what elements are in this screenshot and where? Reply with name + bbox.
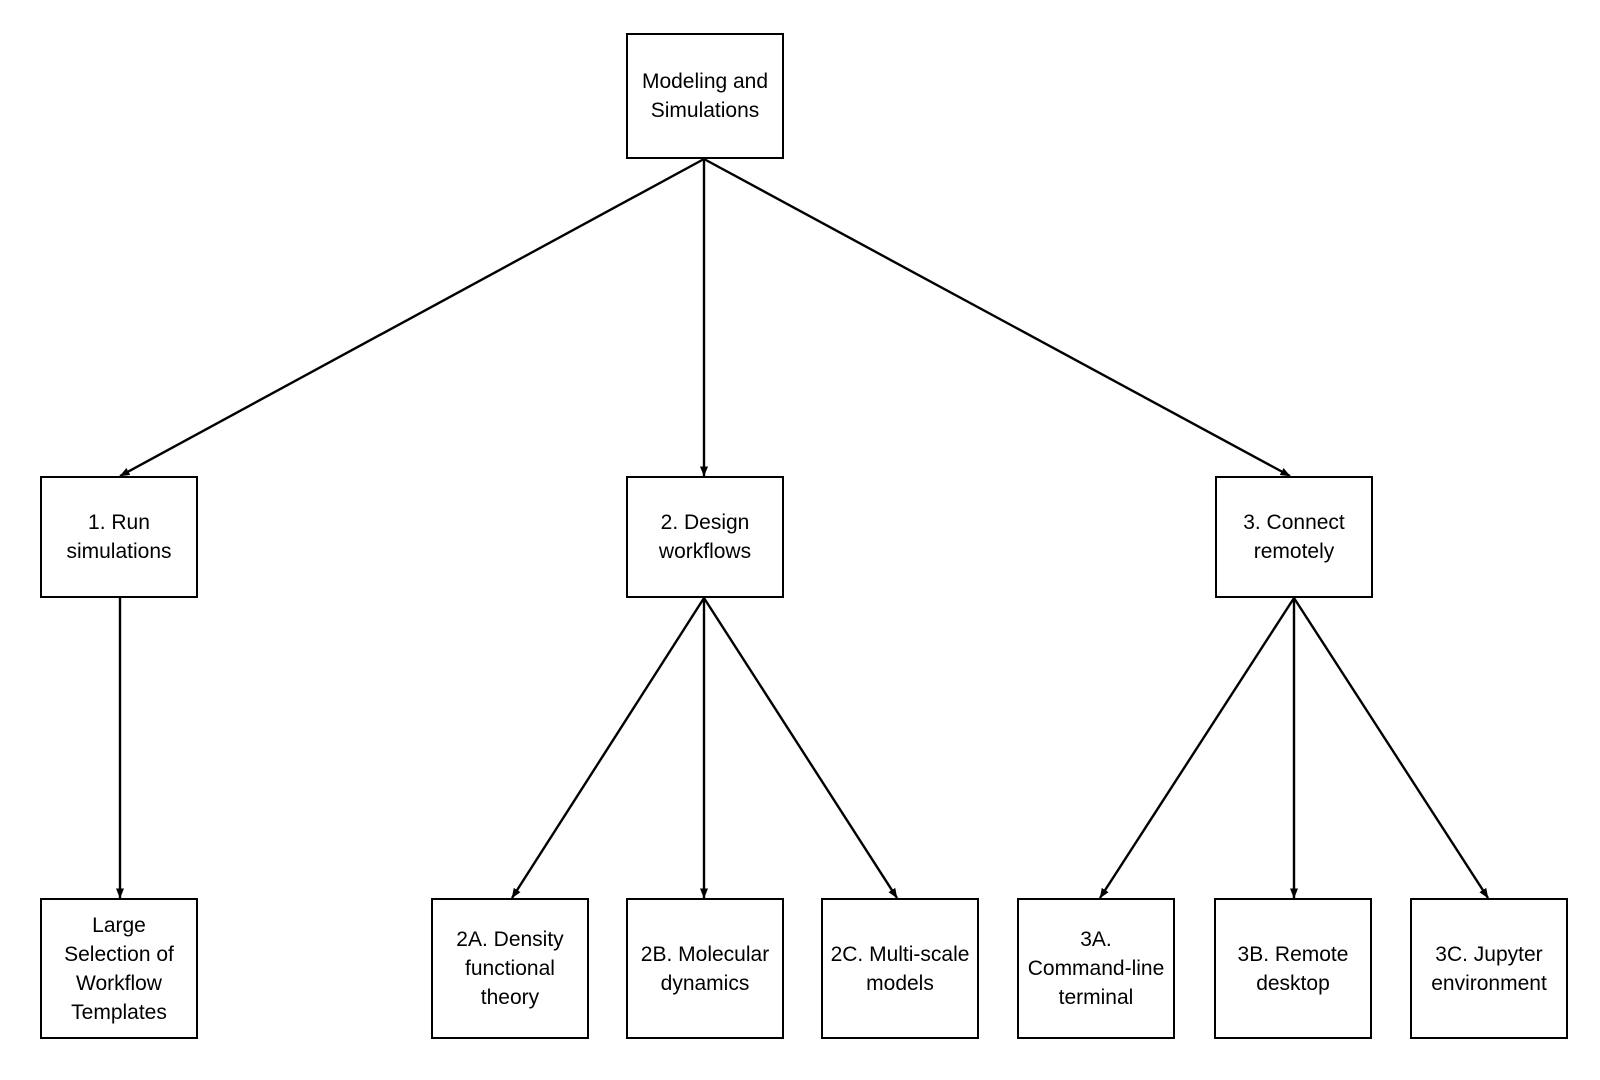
node-n2[interactable]: 2. Design workflows [626,476,784,598]
edge-n3-to-n3c [1292,597,1490,899]
node-n2a[interactable]: 2A. Density functional theory [431,898,589,1039]
node-n3b[interactable]: 3B. Remote desktop [1214,898,1372,1039]
edge-n3-to-n3a [1098,597,1296,899]
node-label-n3a: 3A. Command-line terminal [1027,928,1165,1009]
node-n2c[interactable]: 2C. Multi-scale models [821,898,979,1039]
node-label-n1: 1. Run simulations [66,511,172,563]
node-n1a[interactable]: Large Selection of Workflow Templates [40,898,198,1039]
node-label-n2c: 2C. Multi-scale models [830,942,970,995]
node-n2b[interactable]: 2B. Molecular dynamics [626,898,784,1039]
node-label-n3c: 3C. Jupyter environment [1431,942,1547,995]
node-n3[interactable]: 3. Connect remotely [1215,476,1373,598]
edge-n2-to-n2c [702,597,899,899]
node-label-n3: 3. Connect remotely [1243,511,1345,563]
node-label-n3b: 3B. Remote desktop [1237,942,1349,995]
node-root[interactable]: Modeling and Simulations [626,33,784,159]
node-label-n1a: Large Selection of Workflow Templates [64,913,174,1024]
edge-root-to-n3 [703,157,1291,478]
edge-root-to-n1 [119,157,705,478]
node-n1[interactable]: 1. Run simulations [40,476,198,598]
node-label-n2a: 2A. Density functional theory [456,928,564,1009]
node-label-n2b: 2B. Molecular dynamics [640,942,770,995]
edge-n2-to-n2a [510,597,706,899]
node-n3c[interactable]: 3C. Jupyter environment [1410,898,1568,1039]
node-n3a[interactable]: 3A. Command-line terminal [1017,898,1175,1039]
node-label-n2: 2. Design workflows [658,511,752,563]
node-label-root: Modeling and Simulations [641,70,769,122]
